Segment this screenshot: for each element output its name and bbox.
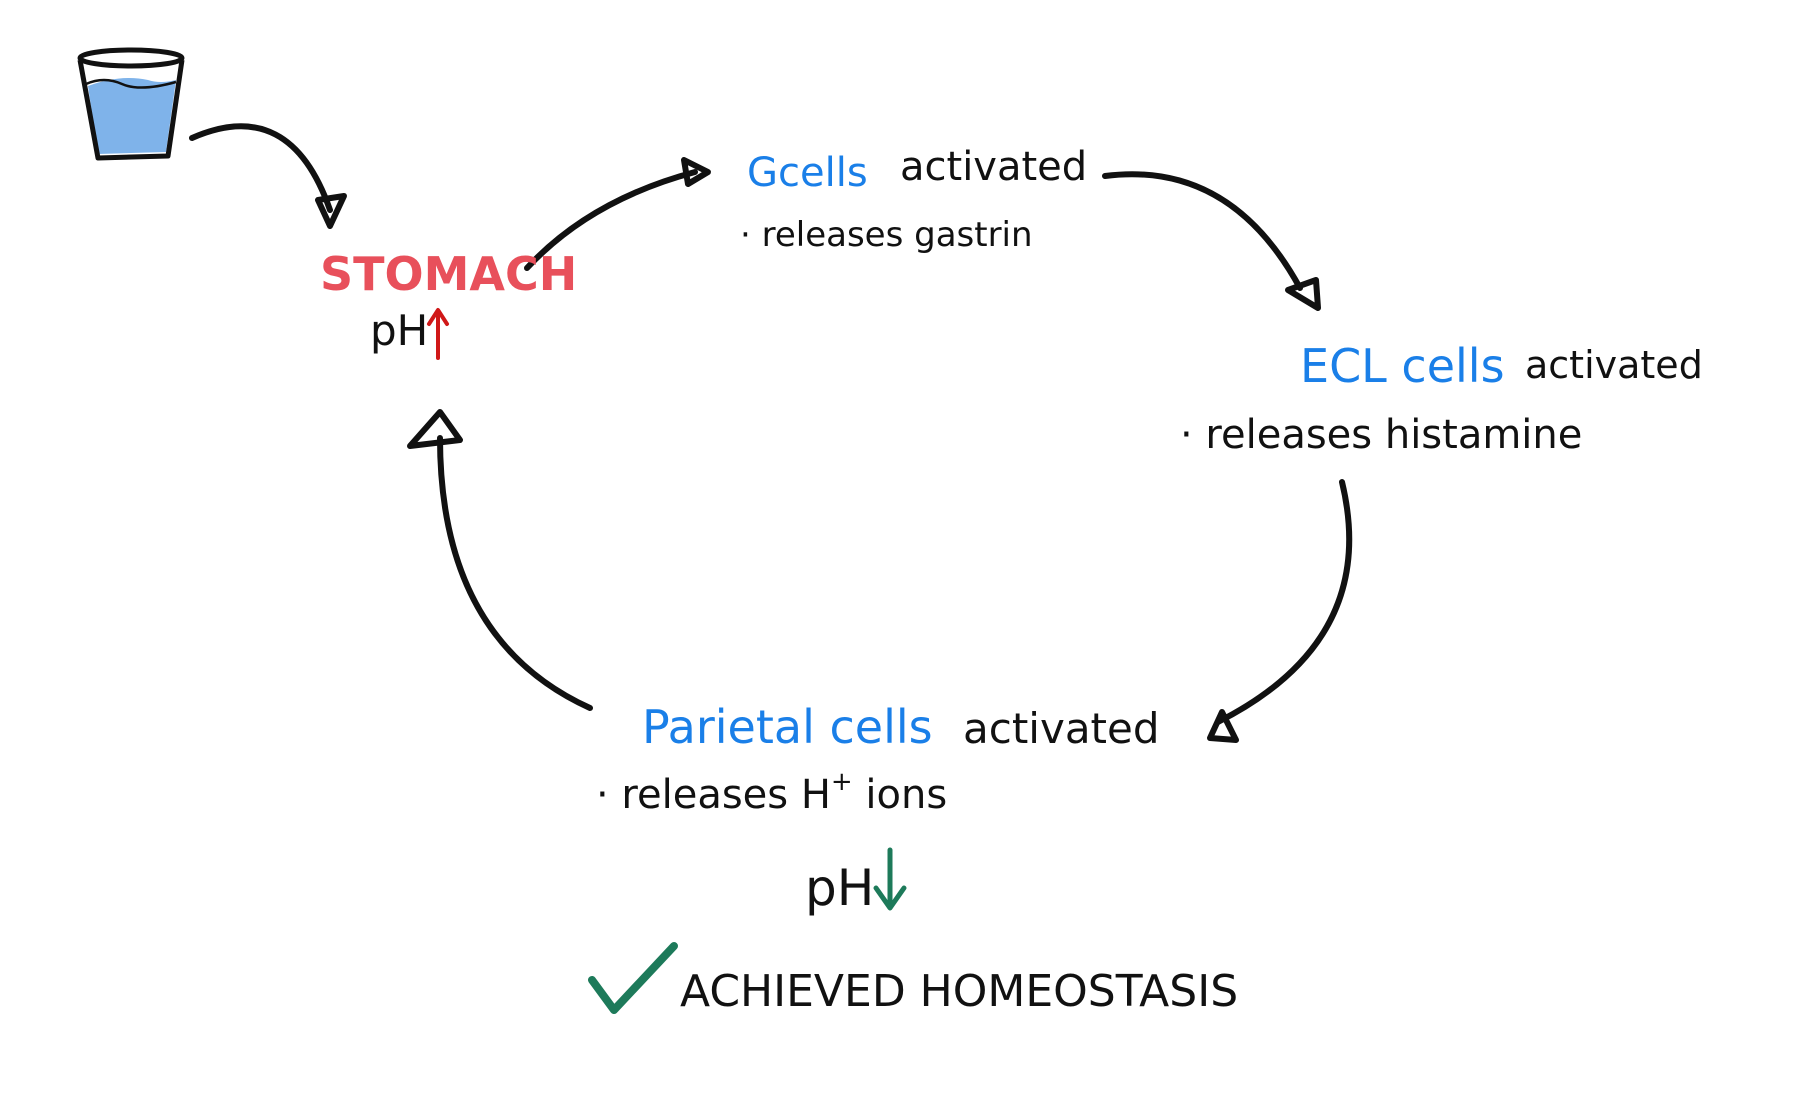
arrow-eclcells-to-parietal <box>1207 479 1353 743</box>
gcells-release: · releases gastrin <box>740 215 1033 255</box>
stomach-ph-label: pH <box>370 306 428 355</box>
checkmark-icon <box>588 942 678 1014</box>
parietal-release-suffix: ions <box>853 772 948 818</box>
eclcells-name: ECL cells <box>1300 339 1505 393</box>
parietal-status: activated <box>963 704 1160 753</box>
glass-of-water-icon <box>77 47 185 161</box>
ph-down-arrow-icon <box>873 847 907 911</box>
arrow-gcells-to-eclcells <box>1102 171 1321 311</box>
parietal-name: Parietal cells <box>642 700 933 754</box>
stomach-title: STOMACH <box>320 247 577 301</box>
parietal-release: · releases H+ ions <box>596 767 947 818</box>
arrow-parietal-to-stomach <box>407 409 593 711</box>
result-ph-label: pH <box>805 859 874 917</box>
arrow-water-to-stomach <box>189 123 347 229</box>
arrow-stomach-to-gcells <box>524 157 711 271</box>
eclcells-release: · releases histamine <box>1180 412 1582 458</box>
ph-up-arrow-icon <box>427 308 449 360</box>
gcells-status: activated <box>900 144 1087 190</box>
parietal-release-prefix: · releases H <box>596 772 831 818</box>
result-outcome: ACHIEVED HOMEOSTASIS <box>680 966 1238 1017</box>
eclcells-status: activated <box>1525 343 1703 387</box>
gcells-name: Gcells <box>747 150 868 196</box>
parietal-release-superscript: + <box>831 767 853 797</box>
